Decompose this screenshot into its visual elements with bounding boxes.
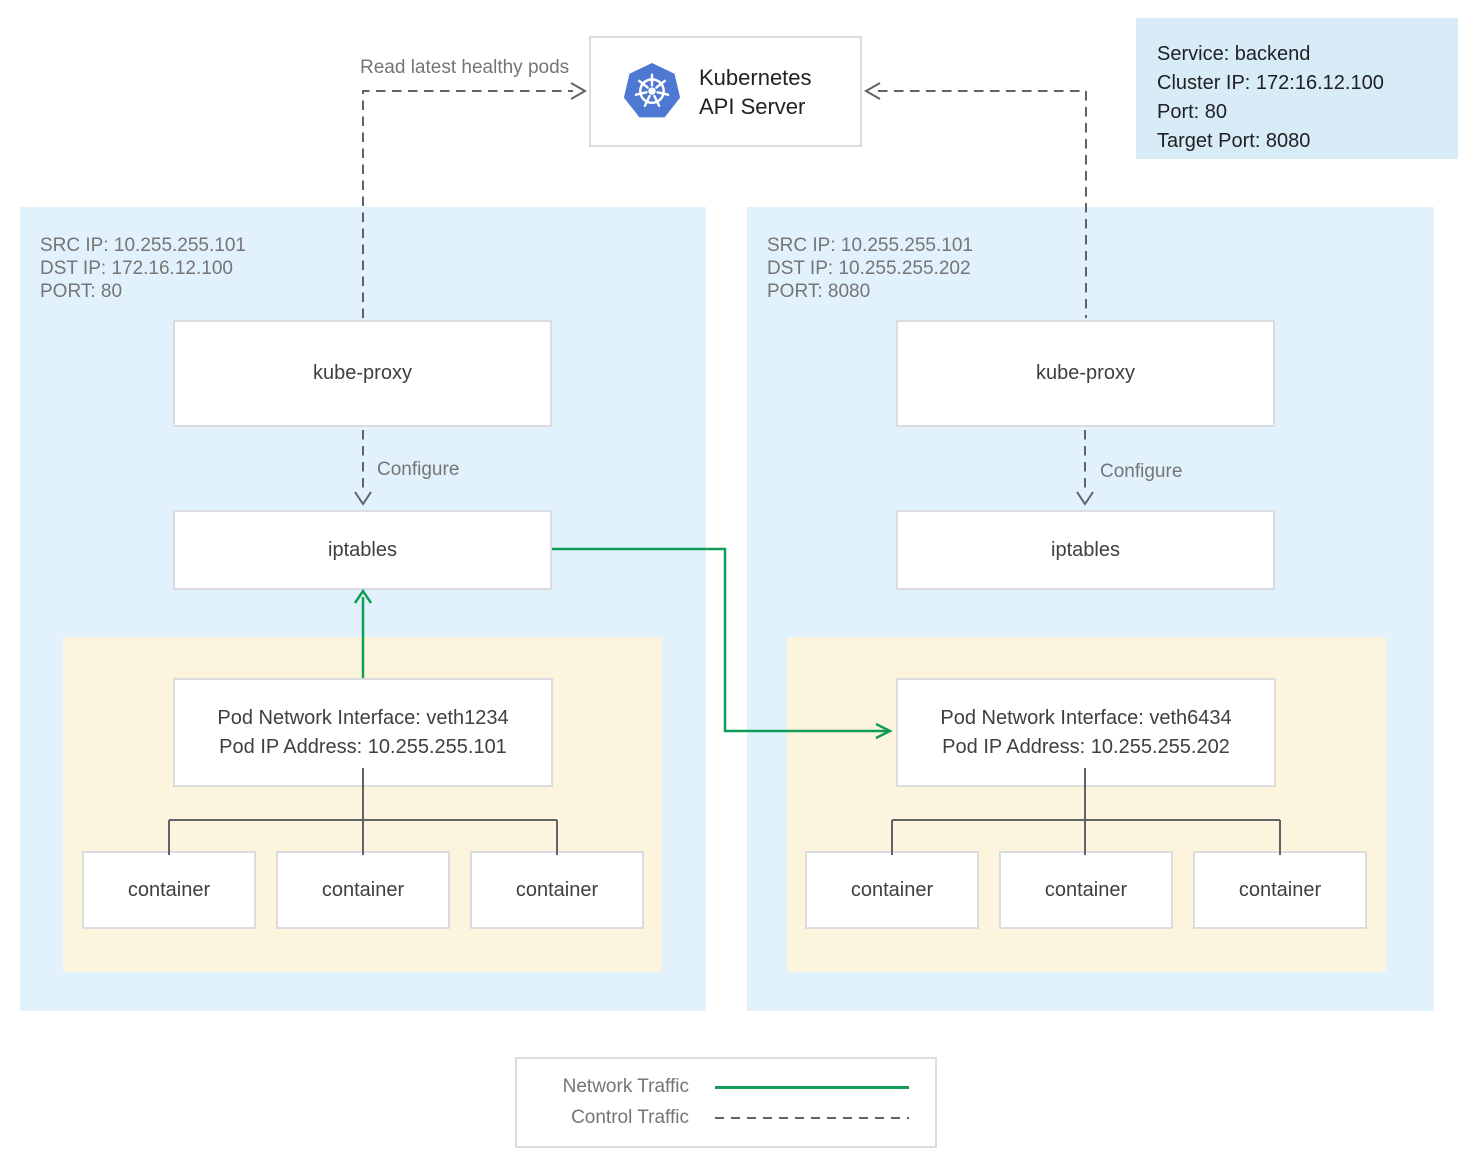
container-label: container <box>321 878 405 901</box>
pod-interface-left-line2: Pod IP Address: 10.255.255.101 <box>219 735 507 758</box>
node-right-info: SRC IP: 10.255.255.101 DST IP: 10.255.25… <box>767 234 973 303</box>
legend-control-label: Control Traffic <box>571 1107 689 1128</box>
kubernetes-api-server-box: Kubernetes API Server <box>589 36 862 147</box>
pod-interface-right-box: Pod Network Interface: veth6434 Pod IP A… <box>896 678 1276 787</box>
arrow-left-into-api-icon <box>863 82 881 100</box>
service-port: Port: 80 <box>1157 101 1228 123</box>
pod-interface-left-box: Pod Network Interface: veth1234 Pod IP A… <box>173 678 553 787</box>
iptables-right-label: iptables <box>1051 538 1120 561</box>
container-box: container <box>1193 851 1367 929</box>
read-healthy-pods-label: Read latest healthy pods <box>360 57 570 78</box>
node-left-port: PORT: 80 <box>40 281 123 302</box>
kube-proxy-left-label: kube-proxy <box>313 362 412 384</box>
service-target-port: Target Port: 8080 <box>1157 130 1311 152</box>
pod-interface-right-line2: Pod IP Address: 10.255.255.202 <box>942 735 1230 758</box>
container-label: container <box>515 878 599 901</box>
arrow-right-into-api-icon <box>570 82 588 100</box>
kube-proxy-right-box: kube-proxy <box>896 320 1275 427</box>
container-label: container <box>850 878 934 901</box>
configure-label-left: Configure <box>377 459 460 480</box>
container-box: container <box>276 851 450 929</box>
container-box: container <box>82 851 256 929</box>
iptables-left-label: iptables <box>328 538 397 561</box>
kube-proxy-left-box: kube-proxy <box>173 320 552 427</box>
container-box: container <box>805 851 979 929</box>
iptables-right-box: iptables <box>896 510 1275 590</box>
service-info-box: Service: backend Cluster IP: 172:16.12.1… <box>1136 18 1458 159</box>
configure-label-right: Configure <box>1100 461 1183 482</box>
kubernetes-logo-icon <box>623 62 681 117</box>
container-box: container <box>999 851 1173 929</box>
node-left-dst-ip: DST IP: 172.16.12.100 <box>40 258 233 279</box>
container-label: container <box>127 878 211 901</box>
node-left-info: SRC IP: 10.255.255.101 DST IP: 172.16.12… <box>40 234 246 303</box>
container-box: container <box>470 851 644 929</box>
node-right-src-ip: SRC IP: 10.255.255.101 <box>767 235 973 256</box>
legend-row-network: Network Traffic <box>543 1076 909 1098</box>
api-server-label-line1: Kubernetes <box>699 64 812 90</box>
node-right-port: PORT: 8080 <box>767 281 871 302</box>
node-right-dst-ip: DST IP: 10.255.255.202 <box>767 258 971 279</box>
service-name: Service: backend <box>1157 43 1311 65</box>
iptables-left-box: iptables <box>173 510 552 590</box>
pod-interface-left-line1: Pod Network Interface: veth1234 <box>217 706 509 729</box>
container-label: container <box>1044 878 1128 901</box>
pod-interface-right-line1: Pod Network Interface: veth6434 <box>940 706 1232 729</box>
legend-network-label: Network Traffic <box>562 1076 689 1097</box>
container-label: container <box>1238 878 1322 901</box>
api-server-label: Kubernetes API Server <box>699 63 812 121</box>
node-left-src-ip: SRC IP: 10.255.255.101 <box>40 235 246 256</box>
legend-box: Network Traffic Control Traffic <box>515 1057 937 1148</box>
api-server-label-line2: API Server <box>699 93 806 119</box>
legend-row-control: Control Traffic <box>543 1107 909 1129</box>
service-cluster-ip: Cluster IP: 172:16.12.100 <box>1157 72 1384 94</box>
kube-proxy-right-label: kube-proxy <box>1036 362 1135 384</box>
